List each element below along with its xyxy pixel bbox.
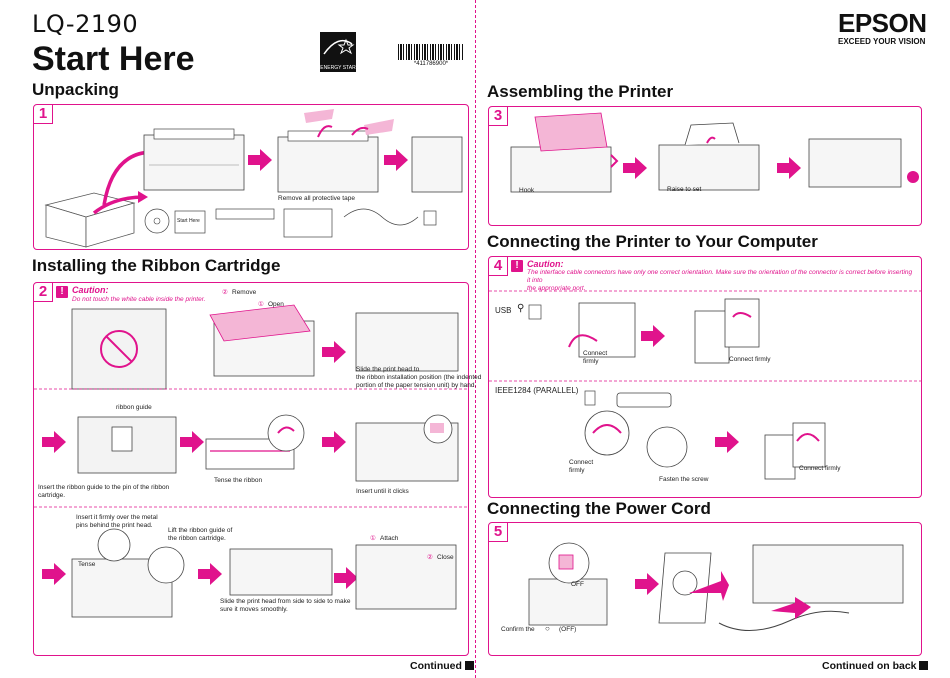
caution-icon: ! <box>56 286 68 298</box>
lift-guide-label: Lift the ribbon guide of the ribbon cart… <box>168 527 233 542</box>
energy-star-icon <box>323 38 355 55</box>
insert-click-label: Insert until it clicks <box>356 488 409 495</box>
section-connecting-title: Connecting the Printer to Your Computer <box>487 232 818 251</box>
step-2-panel: 2 ! Caution: Do not touch the white cabl… <box>33 282 481 656</box>
confirm-off-label: (OFF) <box>559 626 577 633</box>
remove-step-number: ② <box>222 289 228 296</box>
continued-right-label: Continued on back <box>822 660 917 672</box>
step-4-number: 4 <box>489 257 508 276</box>
step-1-panel: 1 Remove all protective tap <box>33 104 469 250</box>
power-symbol-icon: ○ <box>545 624 550 633</box>
continued-left[interactable]: Continued <box>410 660 474 672</box>
brand-logo: EPSON <box>838 8 927 38</box>
open-step-number: ① <box>258 301 264 308</box>
caution-title: Caution: <box>72 285 109 295</box>
raise-label: Raise to set <box>667 186 702 193</box>
ribbon-guide-label: ribbon guide <box>116 404 152 411</box>
connect-firmly-3-label: Connect firmly <box>569 459 594 474</box>
unpacking-illustration <box>44 109 463 248</box>
energy-star-label: ENERGY STAR <box>320 65 356 71</box>
energy-star-logo: ENERGY STAR <box>320 32 356 72</box>
fasten-screw-label: Fasten the screw <box>659 476 709 483</box>
slide-smoothly-label: Slide the print head from side to side t… <box>220 598 351 613</box>
step-4-panel: 4 ! Caution: The interface cable connect… <box>488 256 922 498</box>
attach-step-number: ① <box>370 535 376 542</box>
step-5-number: 5 <box>489 523 508 542</box>
continued-left-label: Continued <box>410 660 462 672</box>
hook-label: Hook <box>519 187 535 194</box>
caution-text: The interface cable connectors have only… <box>527 269 913 292</box>
turn-page-icon <box>919 661 929 670</box>
slide-head-label: Slide the print head to the ribbon insta… <box>356 366 482 389</box>
section-ribbon-title: Installing the Ribbon Cartridge <box>32 256 281 275</box>
barcode <box>398 44 464 60</box>
section-unpacking-title: Unpacking <box>32 80 119 99</box>
step-3-panel: 3 Hook Raise to set <box>488 106 922 226</box>
tense-ribbon-label: Tense the ribbon <box>214 477 263 484</box>
connecting-illustration <box>489 290 921 480</box>
open-label: Open <box>268 301 284 308</box>
off-label: OFF <box>571 581 584 588</box>
connect-firmly-1-label: Connect firmly <box>583 350 608 365</box>
tense-label: Tense <box>78 561 96 568</box>
page-title: Start Here <box>32 40 195 78</box>
insert-guide-label: Insert the ribbon guide to the pin of th… <box>38 484 170 499</box>
close-step-number: ② <box>427 554 433 561</box>
page-divider <box>475 0 476 678</box>
attach-label: Attach <box>380 535 399 542</box>
barcode-number: *411786900* <box>413 61 449 67</box>
remove-tape-label: Remove all protective tape <box>278 195 355 202</box>
close-label: Close <box>437 554 454 561</box>
connect-firmly-4-label: Connect firmly <box>799 465 841 472</box>
step-5-panel: 5 OFF Confirm the ○ (OFF) <box>488 522 922 656</box>
power-illustration <box>528 542 904 632</box>
ribbon-illustration <box>34 304 468 618</box>
model-name: LQ-2190 <box>32 10 139 38</box>
confirm-label: Confirm the <box>501 626 535 633</box>
brand-tagline: EXCEED YOUR VISION <box>838 37 926 46</box>
step-3-number: 3 <box>489 107 508 126</box>
remove-label: Remove <box>232 289 257 296</box>
parallel-label: IEEE1284 (PARALLEL) <box>495 386 579 395</box>
usb-label: USB <box>495 306 512 315</box>
caution-title: Caution: <box>527 259 564 269</box>
turn-page-icon <box>464 661 474 670</box>
assembling-illustration <box>510 112 919 193</box>
section-power-title: Connecting the Power Cord <box>487 499 711 518</box>
connect-firmly-2-label: Connect firmly <box>729 356 771 363</box>
caution-text: Do not touch the white cable inside the … <box>72 296 206 303</box>
usb-icon: ⚲ <box>517 303 525 314</box>
caution-icon: ! <box>511 260 523 272</box>
step-2-number: 2 <box>34 283 53 302</box>
section-assembling-title: Assembling the Printer <box>487 82 674 101</box>
continued-right[interactable]: Continued on back <box>822 660 929 672</box>
step-1-number: 1 <box>34 105 53 124</box>
start-here-card-label: Start Here <box>177 218 200 224</box>
insert-metal-label: Insert it firmly over the metal pins beh… <box>76 514 158 529</box>
